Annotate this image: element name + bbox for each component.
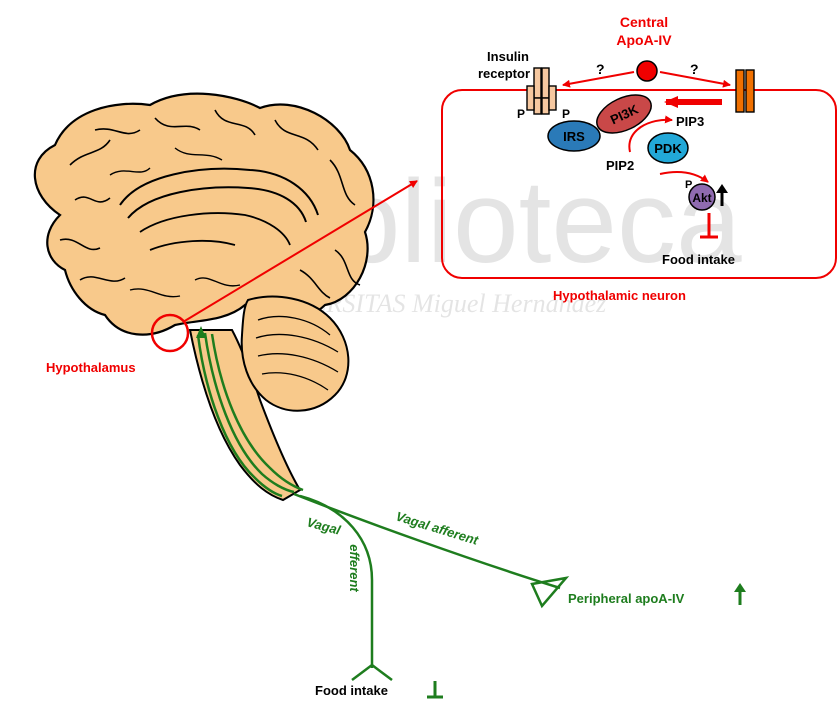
food-intake-decrease-icon bbox=[427, 681, 443, 697]
apoa-iv-ligand bbox=[637, 61, 657, 81]
hypothalamus-label: Hypothalamus bbox=[46, 360, 136, 375]
vagal-afferent-label: Vagal afferent bbox=[394, 509, 481, 548]
central-label: Central bbox=[620, 14, 668, 30]
efferent-label: efferent bbox=[347, 544, 362, 592]
peripheral-increase-arrow-icon bbox=[734, 583, 746, 605]
pdk-label: PDK bbox=[654, 141, 682, 156]
insulin-receptor bbox=[527, 68, 556, 114]
receptor-label: receptor bbox=[478, 66, 530, 81]
pip3-label: PIP3 bbox=[676, 114, 704, 129]
question-mark-left: ? bbox=[596, 61, 605, 77]
phospho-label-right: P bbox=[562, 107, 570, 121]
insulin-label: Insulin bbox=[487, 49, 529, 64]
brain-illustration bbox=[35, 94, 374, 500]
peripheral-apoa-iv-label: Peripheral apoA-IV bbox=[568, 591, 685, 606]
neuron-food-intake-label: Food intake bbox=[662, 252, 735, 267]
peripheral-receptor-triangle bbox=[532, 578, 566, 606]
phospho-label-left: P bbox=[517, 107, 525, 121]
akt-label: Akt bbox=[692, 191, 711, 205]
hypothalamic-neuron-label: Hypothalamic neuron bbox=[553, 288, 686, 303]
bottom-food-intake-label: Food intake bbox=[315, 683, 388, 698]
irs-label: IRS bbox=[563, 129, 585, 144]
question-mark-right: ? bbox=[690, 61, 699, 77]
vagal-label: Vagal bbox=[305, 514, 342, 537]
apoa-iv-label: ApoA-IV bbox=[616, 32, 672, 48]
pip2-label: PIP2 bbox=[606, 158, 634, 173]
